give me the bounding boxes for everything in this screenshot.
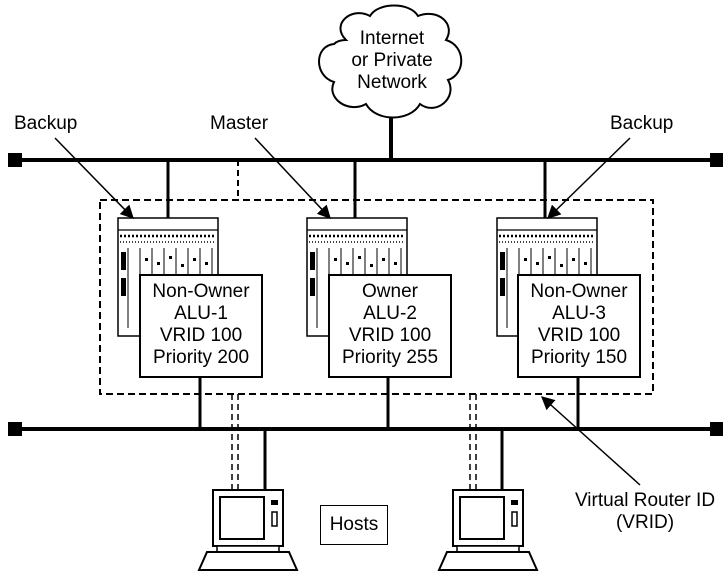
router-1-role: Non-Owner (152, 281, 250, 302)
vrid-label: Virtual Router ID (VRID) (568, 490, 722, 534)
router-3-priority: Priority 150 (530, 347, 628, 368)
role-label-backup-left: Backup (14, 113, 78, 134)
router-3-role: Non-Owner (530, 281, 628, 302)
role-label-backup-right: Backup (610, 113, 674, 134)
router-info-alu-2: Owner ALU-2 VRID 100 Priority 255 (328, 274, 452, 378)
role-label-master: Master (210, 113, 269, 134)
cloud-shape (318, 4, 463, 119)
virtual-host-links (231, 394, 477, 490)
host-computer-2 (438, 489, 538, 571)
router-3-vrid: VRID 100 (537, 325, 621, 346)
backup-left-arrow (54, 137, 134, 219)
router-3-name: ALU-3 (552, 303, 606, 324)
router-1-priority: Priority 200 (152, 347, 250, 368)
hosts-label: Hosts (320, 505, 388, 545)
vrid-boundary (99, 199, 654, 395)
vrid-arrow (540, 396, 641, 486)
router-info-alu-3: Non-Owner ALU-3 VRID 100 Priority 150 (517, 274, 641, 378)
router-1-name: ALU-1 (174, 303, 228, 324)
router-2-name: ALU-2 (363, 303, 417, 324)
cloud-label-line-2: or Private (351, 50, 433, 71)
router-info-alu-1: Non-Owner ALU-1 VRID 100 Priority 200 (139, 274, 263, 378)
host-computer-1 (198, 489, 298, 571)
router-2-role: Owner (362, 281, 418, 302)
backup-right-arrow (547, 137, 631, 219)
vrid-label-line-1: Virtual Router ID (574, 490, 716, 511)
router-2-vrid: VRID 100 (348, 325, 432, 346)
cloud-label-line-1: Internet (359, 28, 425, 49)
router-1-vrid: VRID 100 (159, 325, 243, 346)
cloud-label: Internet or Private Network (336, 28, 448, 94)
top-lan-bus (8, 153, 723, 167)
router-2-priority: Priority 255 (341, 347, 439, 368)
cloud-label-line-3: Network (357, 72, 427, 93)
bottom-lan-bus (8, 422, 723, 436)
master-arrow (254, 137, 331, 219)
vrid-label-line-2: (VRID) (615, 512, 675, 533)
